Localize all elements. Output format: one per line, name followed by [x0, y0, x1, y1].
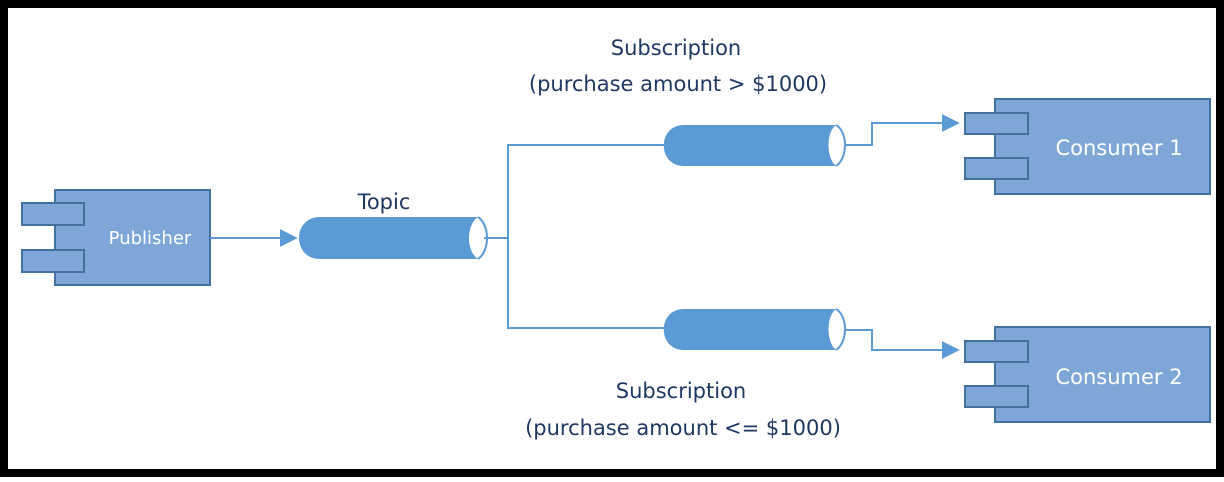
subscription-1-title: Subscription: [611, 36, 741, 60]
consumer-1-label: Consumer 1: [1055, 136, 1182, 160]
subscription-2-title: Subscription: [616, 379, 746, 403]
consumer-2-label: Consumer 2: [1055, 365, 1182, 389]
subscription-2-to-consumer-2-arrow: [844, 329, 960, 359]
subscription-1-queue: [663, 124, 846, 167]
subscription-2-queue: [663, 308, 846, 351]
topic-queue: [299, 216, 488, 260]
topic-fanout-connector-lower: [507, 238, 664, 329]
subscription-1-to-consumer-1-arrow: [844, 114, 960, 146]
subscription-1-filter: (purchase amount > $1000): [529, 72, 827, 96]
topic-fanout-connector: [484, 144, 664, 239]
publisher-label: Publisher: [109, 228, 192, 249]
topic-label: Topic: [357, 190, 411, 214]
consumer-2-component: Consumer 2: [964, 326, 1211, 423]
consumer-1-component: Consumer 1: [964, 98, 1211, 195]
publisher-component: Publisher: [21, 189, 211, 286]
subscription-2-filter: (purchase amount <= $1000): [525, 416, 841, 440]
